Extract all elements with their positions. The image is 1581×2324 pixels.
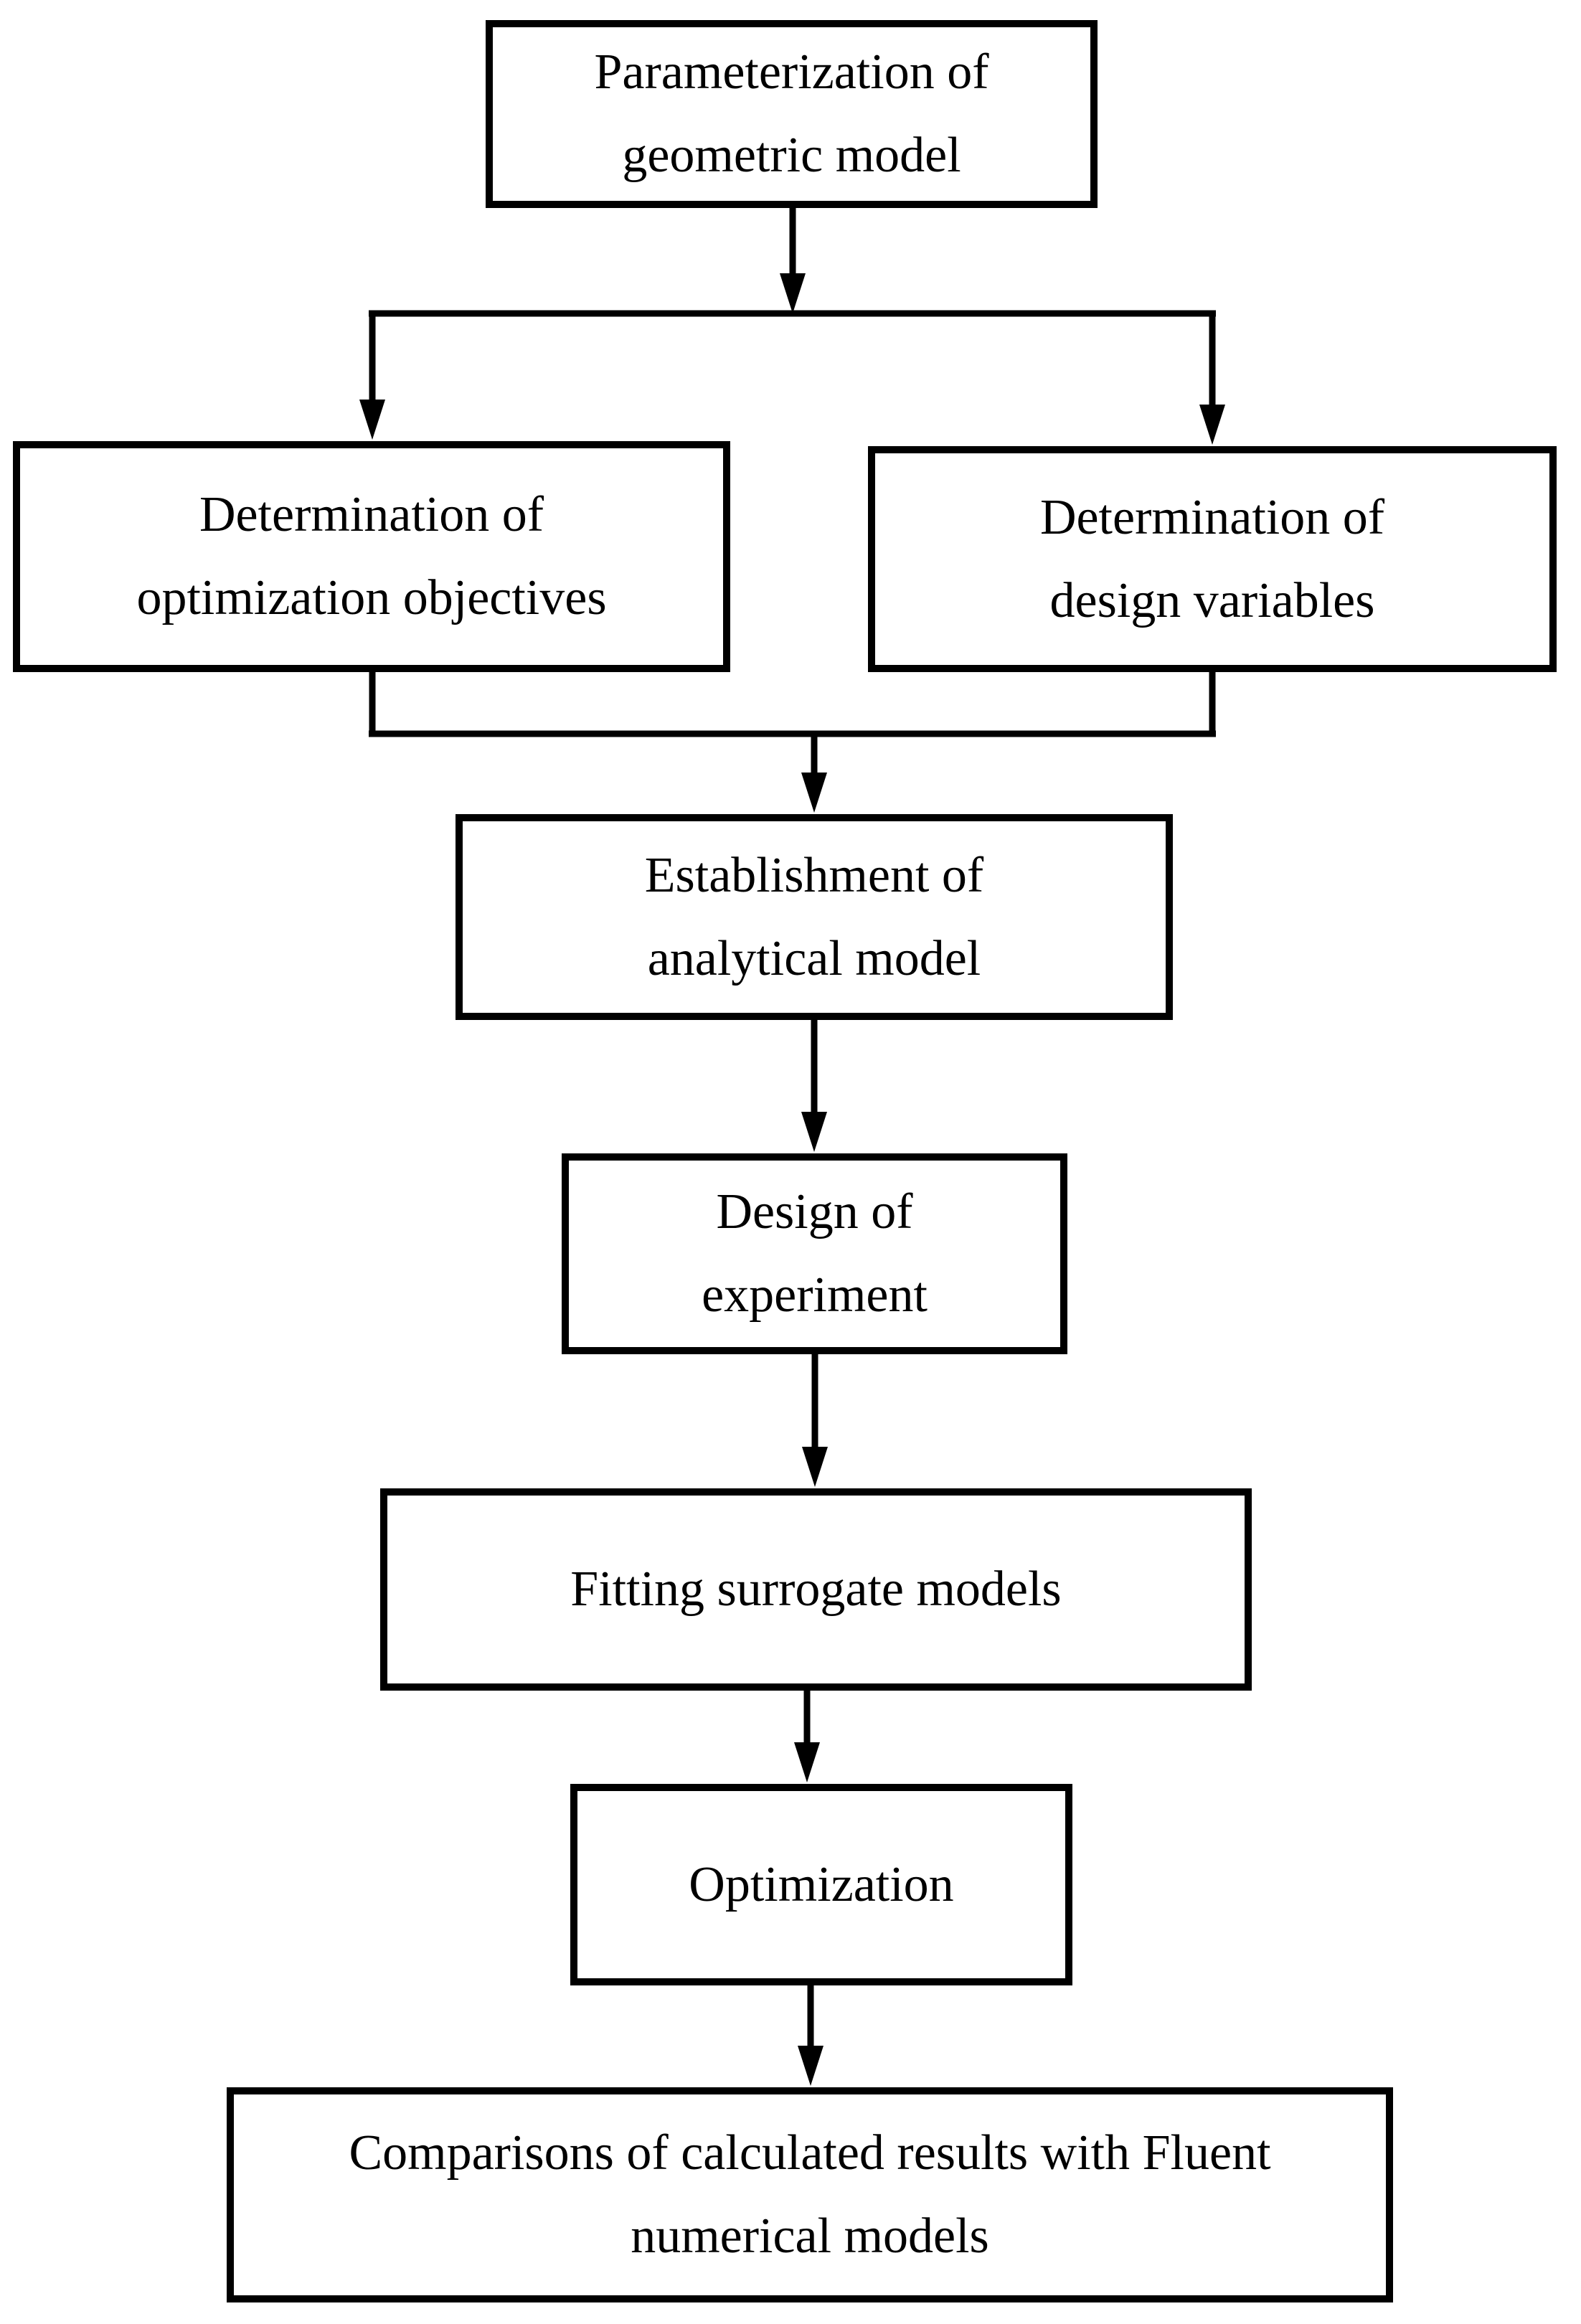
node-comparisons: Comparisons of calculated results with F… xyxy=(227,2087,1393,2302)
node-fitting-surrogate-label: Fitting surrogate models xyxy=(570,1562,1062,1617)
edge-split-to-objectives-arrowhead-icon xyxy=(359,400,385,440)
node-optimization-objectives-label: Determination of optimization objectives xyxy=(136,487,607,625)
edge-fitting-to-optimization-arrowhead-icon xyxy=(794,1742,820,1782)
node-fitting-surrogate: Fitting surrogate models xyxy=(380,1488,1252,1691)
node-comparisons-label: Comparisons of calculated results with F… xyxy=(349,2125,1271,2264)
node-analytical-model: Establishment of analytical model xyxy=(456,814,1173,1020)
node-optimization-objectives: Determination of optimization objectives xyxy=(13,441,730,672)
node-design-variables-label: Determination of design variables xyxy=(1039,489,1385,628)
edge-analytical-to-doe-arrowhead-icon xyxy=(801,1112,827,1152)
edge-split-to-variables-arrowhead-icon xyxy=(1199,405,1225,445)
edge-optimization-to-comparisons-arrowhead-icon xyxy=(798,2046,823,2086)
edge-doe-to-fitting-arrowhead-icon xyxy=(802,1447,828,1487)
node-parameterization: Parameterization of geometric model xyxy=(486,20,1098,208)
edge-merge-to-analytical-arrowhead-icon xyxy=(801,773,827,813)
node-analytical-model-label: Establishment of analytical model xyxy=(644,847,984,986)
node-design-of-experiment-label: Design of experiment xyxy=(702,1184,928,1323)
edge-param-to-split-arrowhead-icon xyxy=(780,273,806,313)
node-optimization: Optimization xyxy=(570,1784,1072,1985)
node-optimization-label: Optimization xyxy=(689,1856,954,1912)
node-design-variables: Determination of design variables xyxy=(868,446,1557,672)
node-parameterization-label: Parameterization of geometric model xyxy=(594,44,989,183)
node-design-of-experiment: Design of experiment xyxy=(562,1153,1067,1354)
